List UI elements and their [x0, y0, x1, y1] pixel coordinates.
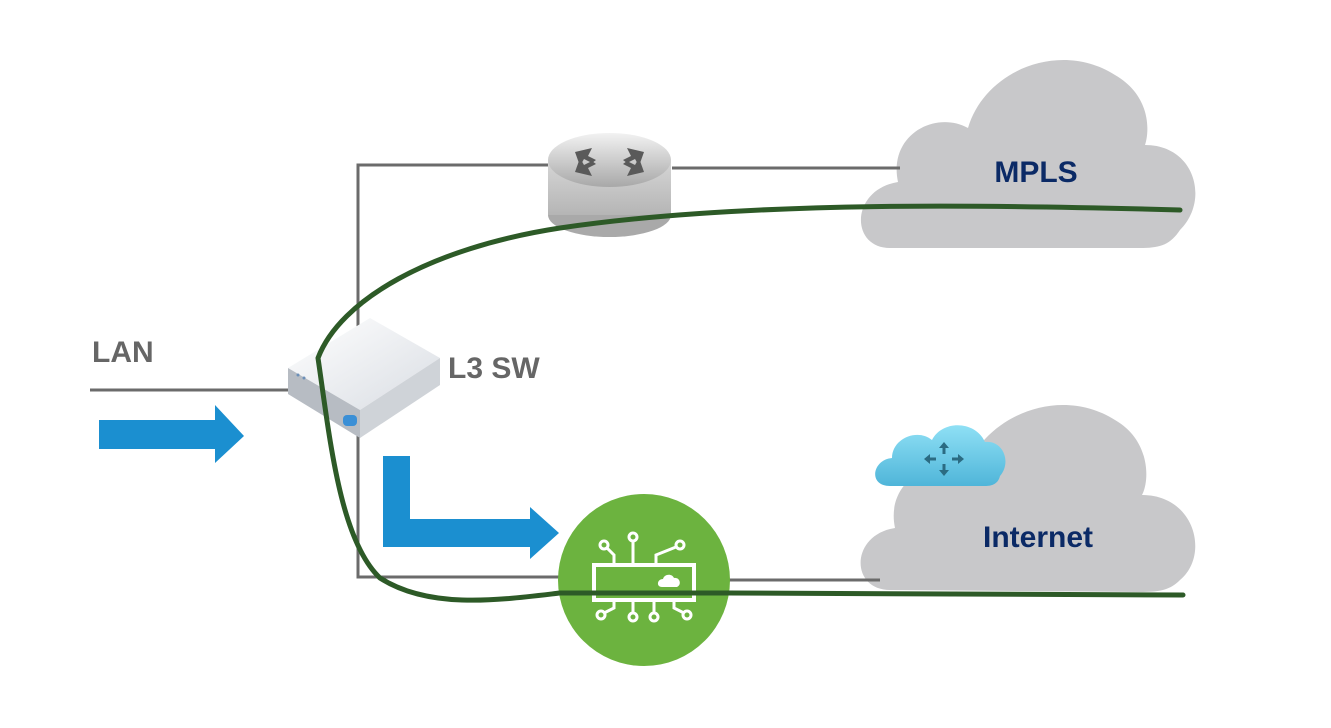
mpls-cloud: MPLS — [860, 60, 1196, 248]
lan-label: LAN — [92, 336, 154, 369]
mpls-label: MPLS — [994, 156, 1077, 189]
traffic-path — [315, 203, 1186, 603]
switch-downlink-wire — [356, 420, 560, 579]
router-icon — [548, 133, 671, 237]
internet-cloud-shape — [860, 405, 1196, 592]
cloud-router-icon — [875, 425, 1006, 486]
lan-flow-arrow — [99, 405, 244, 463]
mpls-cloud-shape — [860, 60, 1196, 248]
divert-flow-arrow — [383, 456, 559, 559]
internet-cloud: Internet — [860, 405, 1196, 592]
l3-switch-label: L3 SW — [448, 352, 540, 385]
switch-uplink-wire — [356, 163, 560, 355]
l3-switch-icon — [288, 318, 440, 438]
sdwan-appliance-icon — [558, 494, 730, 666]
internet-label: Internet — [983, 521, 1093, 554]
wires — [90, 163, 900, 582]
